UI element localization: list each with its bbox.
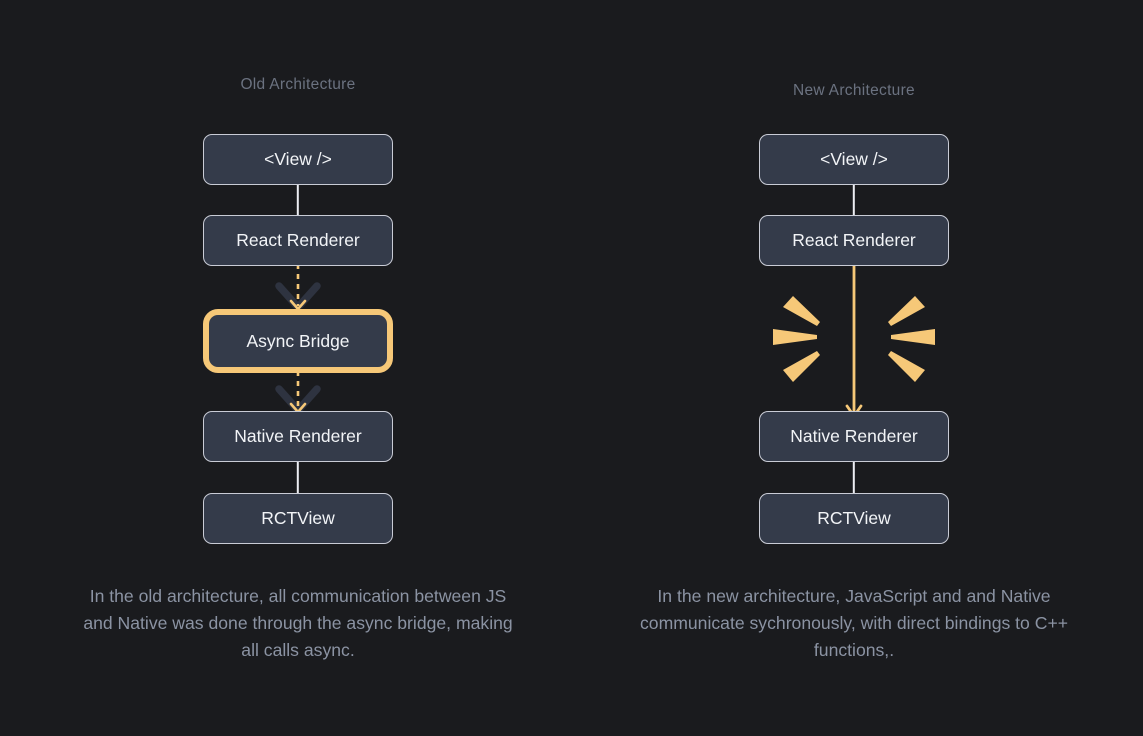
burst-ray-right-top — [888, 296, 925, 326]
node-rct-view-new[interactable]: RCTView — [759, 493, 949, 544]
node-async-bridge-highlight-ring[interactable]: Async Bridge — [203, 309, 393, 373]
node-label: React Renderer — [792, 230, 916, 250]
burst-ray-right-middle — [891, 329, 935, 345]
old-architecture-heading: Old Architecture — [240, 76, 356, 93]
node-label: Async Bridge — [246, 330, 350, 351]
node-rct-view-old[interactable]: RCTView — [203, 493, 393, 544]
node-label: Native Renderer — [234, 426, 362, 446]
burst-ray-left-bottom — [783, 351, 820, 382]
connector-native-to-rct-new — [852, 460, 856, 495]
burst-ray-left-top — [783, 296, 820, 326]
node-label: Native Renderer — [790, 426, 918, 446]
node-label: React Renderer — [236, 230, 360, 250]
new-architecture-heading: New Architecture — [793, 82, 915, 99]
node-view-old[interactable]: <View /> — [203, 134, 393, 185]
node-native-renderer-new[interactable]: Native Renderer — [759, 411, 949, 462]
node-label: <View /> — [820, 149, 888, 169]
old-architecture-caption: In the old architecture, all communicati… — [83, 586, 513, 660]
node-react-renderer-old[interactable]: React Renderer — [203, 215, 393, 266]
node-label: RCTView — [261, 508, 335, 528]
node-react-renderer-new[interactable]: React Renderer — [759, 215, 949, 266]
burst-ray-right-bottom — [888, 351, 925, 382]
connector-view-to-react-old — [296, 183, 300, 217]
node-label: RCTView — [817, 508, 891, 528]
connector-view-to-react-new — [852, 183, 856, 217]
old-architecture-column: Old Architecture <View /> React Renderer… — [38, 0, 558, 736]
node-native-renderer-old[interactable]: Native Renderer — [203, 411, 393, 462]
bridge-removed-burst-icon — [773, 296, 935, 382]
burst-ray-left-middle — [773, 329, 817, 345]
connector-native-to-rct-old — [296, 460, 300, 495]
node-view-new[interactable]: <View /> — [759, 134, 949, 185]
connector-react-to-native-solid-arrow — [845, 264, 863, 418]
connector-react-to-bridge-dashed-arrow — [275, 264, 321, 311]
new-architecture-caption: In the new architecture, JavaScript and … — [640, 586, 1068, 660]
node-async-bridge: Async Bridge — [209, 315, 387, 367]
node-label: <View /> — [264, 149, 332, 169]
new-architecture-column: New Architecture <View /> React Renderer — [594, 0, 1114, 736]
